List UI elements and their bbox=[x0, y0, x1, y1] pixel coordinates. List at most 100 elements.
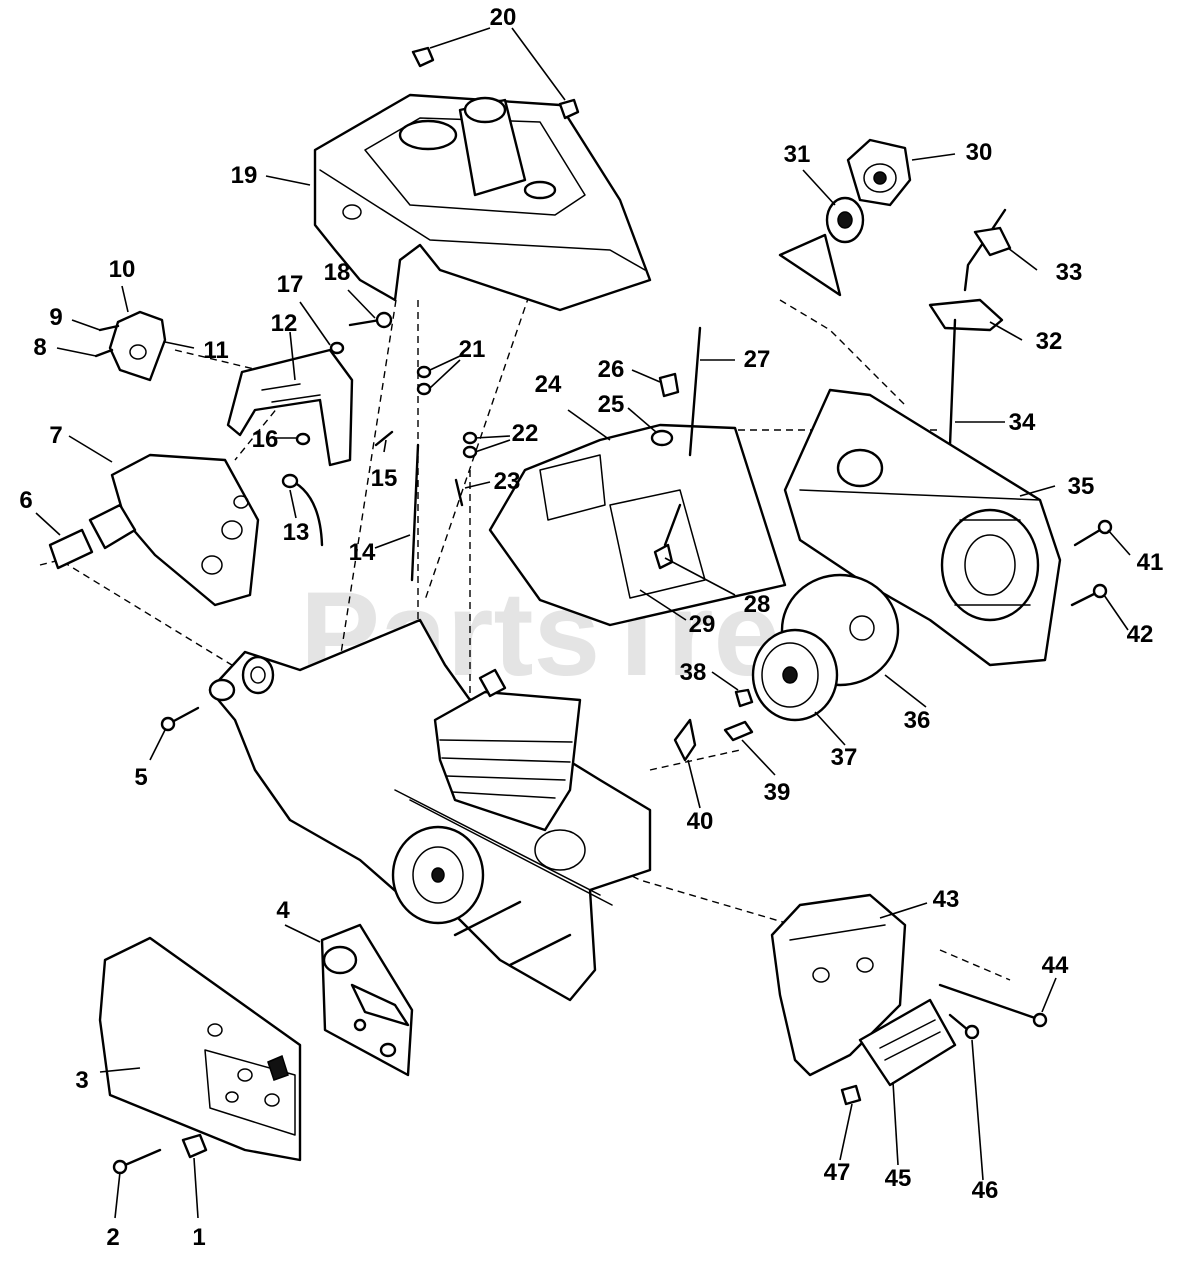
line-part-27 bbox=[688, 326, 702, 457]
callout-30: 30 bbox=[966, 139, 993, 166]
callout-47: 47 bbox=[824, 1159, 851, 1186]
muffler-shield-part-45 bbox=[858, 998, 957, 1087]
screw-head-46 bbox=[964, 1024, 980, 1040]
callout-4: 4 bbox=[276, 897, 290, 924]
callout-40: 40 bbox=[687, 808, 714, 835]
callout-leaders bbox=[35, 27, 1131, 1219]
callout-24: 24 bbox=[535, 371, 562, 398]
rope-clip bbox=[973, 226, 1012, 257]
callout-20: 20 bbox=[490, 4, 517, 31]
nut-part-17 bbox=[329, 341, 345, 355]
bolt-head-2 bbox=[112, 1159, 128, 1175]
starter-handle-part-32 bbox=[928, 298, 1004, 332]
rear-handle-part-7 bbox=[88, 453, 260, 607]
callout-10: 10 bbox=[109, 256, 136, 283]
callout-38: 38 bbox=[680, 659, 707, 686]
callout-5: 5 bbox=[134, 764, 147, 791]
screw-part-15 bbox=[374, 430, 394, 447]
starter-pulley-part-30 bbox=[846, 138, 912, 207]
washer-part-39 bbox=[723, 720, 754, 742]
callout-19: 19 bbox=[231, 162, 258, 189]
callout-46: 46 bbox=[972, 1177, 999, 1204]
cap-part-26 bbox=[658, 372, 680, 398]
callout-36: 36 bbox=[904, 707, 931, 734]
callout-15: 15 bbox=[371, 465, 398, 492]
callout-8: 8 bbox=[33, 334, 46, 361]
screw-part-41 bbox=[1073, 528, 1102, 547]
callout-27: 27 bbox=[744, 346, 771, 373]
callout-18: 18 bbox=[324, 259, 351, 286]
cable-end-13 bbox=[281, 473, 299, 489]
starter-spring-part-31 bbox=[778, 196, 865, 297]
screw-head-5 bbox=[160, 716, 176, 732]
callout-41: 41 bbox=[1137, 549, 1164, 576]
callout-31: 31 bbox=[784, 141, 811, 168]
starter-housing-part-35 bbox=[783, 388, 1062, 667]
starter-cord-part-34 bbox=[948, 318, 957, 447]
chain-cover-part-3 bbox=[98, 936, 302, 1162]
fuel-tank-part-24 bbox=[488, 423, 787, 627]
screw-head-42 bbox=[1092, 583, 1108, 599]
nut-part-21b bbox=[416, 382, 432, 396]
nut-part-20b bbox=[558, 98, 580, 120]
callout-1: 1 bbox=[192, 1224, 205, 1251]
screw-head-18 bbox=[375, 311, 393, 329]
muffler-part-43 bbox=[770, 893, 907, 1077]
rod-part-14 bbox=[410, 443, 420, 582]
callout-35: 35 bbox=[1068, 473, 1095, 500]
callout-45: 45 bbox=[885, 1165, 912, 1192]
chain-adjuster-part-4 bbox=[320, 923, 414, 1077]
cap-part-6 bbox=[48, 528, 94, 570]
callout-13: 13 bbox=[283, 519, 310, 546]
stud-part-44 bbox=[938, 983, 1037, 1020]
screw-part-42 bbox=[1070, 591, 1098, 607]
callout-33: 33 bbox=[1056, 259, 1083, 286]
nut-part-21a bbox=[416, 365, 432, 379]
callout-28: 28 bbox=[744, 591, 771, 618]
bolt-part-2 bbox=[123, 1148, 162, 1167]
callout-42: 42 bbox=[1127, 621, 1154, 648]
callout-17: 17 bbox=[277, 271, 304, 298]
pawl-part-40 bbox=[673, 718, 697, 762]
callout-34: 34 bbox=[1009, 409, 1036, 436]
starter-pulley-part-37 bbox=[751, 628, 839, 722]
nut-part-22a bbox=[462, 431, 478, 445]
callout-23: 23 bbox=[494, 468, 521, 495]
callout-16: 16 bbox=[252, 426, 279, 453]
stud-head-44 bbox=[1032, 1012, 1048, 1028]
engine-housing bbox=[208, 618, 652, 1002]
screw-part-47 bbox=[840, 1084, 862, 1106]
nut-part-38 bbox=[734, 688, 754, 708]
callout-32: 32 bbox=[1036, 328, 1063, 355]
callout-22: 22 bbox=[512, 420, 539, 447]
callout-12: 12 bbox=[271, 310, 298, 337]
callout-44: 44 bbox=[1042, 952, 1069, 979]
trigger-parts-10 bbox=[94, 310, 167, 382]
callout-7: 7 bbox=[49, 422, 62, 449]
callout-29: 29 bbox=[689, 611, 716, 638]
callout-39: 39 bbox=[764, 779, 791, 806]
stud-part-23 bbox=[454, 478, 464, 507]
callout-21: 21 bbox=[459, 336, 486, 363]
callout-2: 2 bbox=[106, 1224, 119, 1251]
nut-part-16 bbox=[295, 432, 311, 446]
screw-part-18 bbox=[348, 318, 382, 327]
callout-11: 11 bbox=[203, 337, 228, 364]
callout-43: 43 bbox=[933, 886, 960, 913]
callout-26: 26 bbox=[598, 356, 625, 383]
nut-part-20a bbox=[411, 46, 435, 68]
throttle-handle-part-12 bbox=[226, 348, 354, 467]
rope-part-33 bbox=[963, 208, 1007, 292]
nut-part-1 bbox=[181, 1133, 208, 1159]
callout-14: 14 bbox=[349, 539, 376, 566]
screw-part-46 bbox=[948, 1013, 970, 1032]
screw-part-5 bbox=[170, 706, 200, 724]
top-cover-part-19 bbox=[313, 93, 652, 312]
nut-part-22b bbox=[462, 445, 478, 459]
callout-labels: 20 19 10 9 8 11 17 18 12 16 15 21 22 23 … bbox=[19, 4, 1163, 1251]
filter-line-29 bbox=[663, 503, 682, 547]
callout-3: 3 bbox=[75, 1067, 88, 1094]
callout-6: 6 bbox=[19, 487, 32, 514]
